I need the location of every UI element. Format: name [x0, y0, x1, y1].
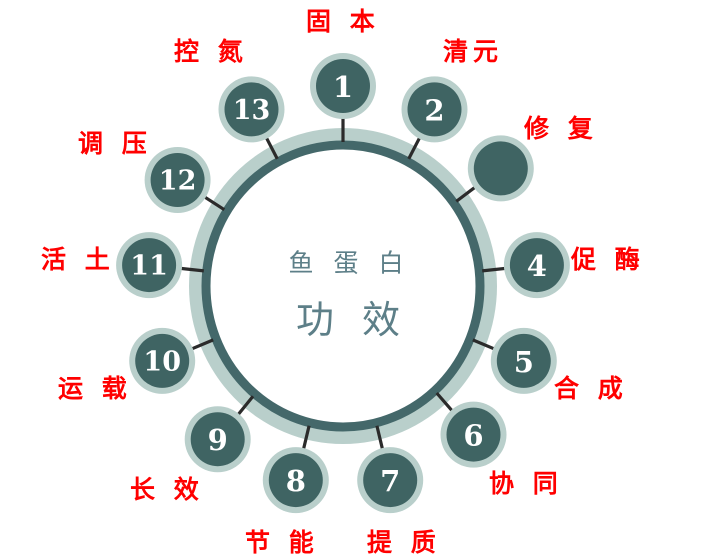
node-number: 2 — [424, 93, 444, 127]
node-12[interactable]: 12 — [150, 153, 205, 207]
node-disc[interactable] — [363, 453, 418, 508]
node-6[interactable]: 6 — [446, 407, 501, 462]
node-7[interactable]: 7 — [363, 453, 418, 508]
node-label-4: 促 酶 — [571, 245, 645, 274]
node-label-8: 节 能 — [245, 528, 319, 557]
node-disc[interactable] — [446, 407, 501, 462]
center-title: 功 效 — [296, 298, 408, 342]
node-number: 13 — [233, 95, 271, 126]
node-number: 4 — [527, 249, 547, 283]
node-3[interactable] — [473, 141, 528, 196]
node-label-11: 活 土 — [41, 245, 115, 274]
node-11[interactable]: 11 — [122, 238, 177, 293]
node-label-7: 提 质 — [367, 528, 441, 557]
ring-interior-fill — [210, 149, 476, 423]
node-disc[interactable] — [407, 82, 462, 137]
node-number: 8 — [286, 464, 306, 498]
node-number: 1 — [333, 70, 353, 104]
node-disc[interactable] — [224, 82, 279, 137]
node-number: 7 — [380, 464, 400, 498]
node-number: 12 — [159, 166, 197, 197]
node-disc[interactable] — [509, 238, 564, 293]
node-1[interactable]: 1 — [316, 59, 370, 113]
ring-inner-stroke — [201, 140, 485, 432]
node-label-3: 修 复 — [524, 114, 598, 143]
node-disc[interactable] — [473, 141, 528, 196]
node-label-5: 合 成 — [554, 374, 628, 403]
node-5[interactable]: 5 — [496, 333, 551, 388]
center-subtitle: 鱼 蛋 白 — [289, 249, 410, 278]
node-number: 6 — [463, 419, 483, 453]
node-9[interactable]: 9 — [190, 412, 245, 467]
node-13[interactable]: 13 — [224, 82, 279, 137]
node-disc[interactable] — [316, 59, 370, 113]
node-disc[interactable] — [122, 238, 177, 293]
node-label-6: 协 同 — [489, 469, 563, 498]
node-label-10: 运 载 — [58, 374, 132, 403]
node-disc[interactable] — [150, 153, 205, 207]
node-4[interactable]: 4 — [509, 238, 564, 293]
node-number: 10 — [143, 346, 181, 377]
node-disc[interactable] — [268, 453, 323, 508]
node-disc[interactable] — [496, 333, 551, 388]
node-label-9: 长 效 — [130, 475, 204, 504]
node-label-12: 调 压 — [78, 129, 152, 158]
node-disc[interactable] — [190, 412, 245, 467]
node-disc[interactable] — [135, 333, 190, 388]
node-2[interactable]: 2 — [407, 82, 462, 137]
node-number: 9 — [208, 423, 228, 457]
node-number: 11 — [130, 251, 168, 282]
node-number: 5 — [514, 345, 534, 379]
node-label-1: 固 本 — [306, 7, 380, 36]
node-10[interactable]: 10 — [135, 333, 190, 388]
node-label-2: 清元 — [443, 37, 504, 66]
node-label-13: 控 氮 — [174, 37, 248, 66]
node-8[interactable]: 8 — [268, 453, 323, 508]
